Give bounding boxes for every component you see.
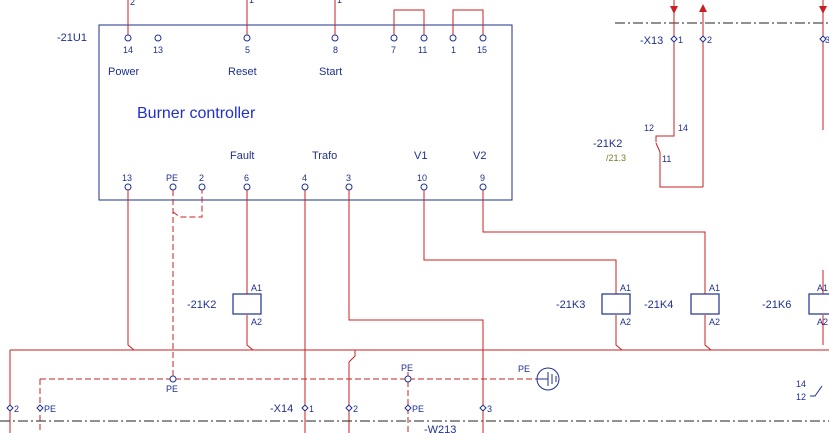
bottom-pin-label: 9 [480, 173, 485, 183]
x13-pin-label: 3 [825, 35, 829, 45]
top-terminal [154, 34, 162, 42]
bottom-terminal [243, 183, 251, 191]
x13-wires [670, 0, 827, 187]
terminal-x13-tag: -X13 [640, 35, 663, 47]
cable-tag: -W213 [424, 424, 456, 433]
top-terminal [420, 34, 428, 42]
bottom-pin-label: PE [166, 173, 178, 183]
coil-a2-label: A2 [620, 317, 631, 327]
coil-tag: -21K4 [644, 299, 673, 311]
coil-a2-label: A2 [817, 317, 828, 327]
bottom-pin-label: 10 [417, 173, 427, 183]
x13-terminals [670, 35, 827, 43]
bottom-label-v2: V2 [473, 150, 486, 162]
top-pin-label: 5 [245, 45, 250, 55]
pe-label: PE [401, 363, 413, 373]
bottom-pin-label: 2 [199, 173, 204, 183]
coil-21k6: A1 A2 -21K6 [762, 270, 829, 327]
top-wire-label-2: 1 [249, 0, 254, 5]
arrow-down-icon [819, 6, 827, 14]
coil-tag: -21K6 [762, 299, 791, 311]
top-terminal [479, 34, 487, 42]
contact-pin-label: 11 [662, 154, 671, 164]
top-terminal [390, 34, 398, 42]
top-pin-label: 14 [123, 45, 133, 55]
bottom-terminal [479, 183, 487, 191]
x13-pin-label: 1 [678, 35, 683, 45]
terminal-x14-tag: -X14 [270, 403, 293, 415]
bottom-pin-label: 6 [244, 173, 249, 183]
bottom-pin-label: 3 [346, 173, 351, 183]
top-pin-label: 1 [451, 45, 456, 55]
right-contact-pin: 14 [796, 379, 806, 389]
bottom-terminals [124, 183, 487, 191]
top-wire-label-3: 1 [337, 0, 342, 5]
contact-pin-label: 12 [644, 123, 654, 133]
controller-title: Burner controller [137, 105, 256, 122]
bottom-terminal [345, 183, 353, 191]
right-contact: 14 12 [796, 379, 823, 402]
top-label-start: Start [319, 66, 342, 78]
bottom-label-fault: Fault [230, 150, 254, 162]
arrow-down-icon [670, 6, 678, 14]
top-terminal [449, 34, 457, 42]
bottom-label-trafo: Trafo [312, 150, 337, 162]
pe-junction [169, 375, 177, 383]
coil-tag: -21K2 [187, 299, 216, 311]
x14-pin-label: 3 [487, 404, 492, 414]
arrow-up-icon [699, 4, 707, 12]
controller-output-wires [127, 190, 824, 408]
contact-tag: -21K2 [593, 138, 622, 150]
top-terminal [124, 34, 132, 42]
coil-tag: -21K3 [556, 299, 585, 311]
top-wire-label-1: 2 [130, 0, 135, 7]
coil-a1-label: A1 [709, 283, 720, 293]
controller-tag: -21U1 [57, 32, 87, 44]
bottom-label-v1: V1 [414, 150, 427, 162]
top-label-power: Power [108, 66, 140, 78]
pe-label: PE [166, 384, 178, 394]
top-pin-label: 7 [391, 45, 396, 55]
bottom-terminal [124, 183, 132, 191]
ground-icon [536, 367, 560, 391]
top-pin-label: 11 [418, 45, 427, 55]
top-terminal [243, 34, 251, 42]
top-pin-label: 15 [477, 45, 487, 55]
bottom-terminal [420, 183, 428, 191]
top-wires [127, 0, 484, 35]
contact-reference: /21.3 [606, 153, 626, 163]
top-terminals [124, 34, 487, 42]
top-terminal [331, 34, 339, 42]
top-label-reset: Reset [228, 66, 257, 78]
coil-a1-label: A1 [251, 283, 262, 293]
pe-label: PE [518, 364, 530, 374]
coil-a1-label: A1 [620, 283, 631, 293]
x14-pin-label: 1 [309, 404, 314, 414]
x14-terminals [6, 404, 487, 412]
relay-contact-21k2: 12 14 11 -21K2 /21.3 [593, 123, 703, 188]
coil-a2-label: A2 [709, 317, 720, 327]
x14-pin-label: 2 [14, 404, 19, 414]
coil-21k2: A1 A2 -21K2 [187, 283, 262, 327]
x14-pin-label: PE [412, 404, 424, 414]
coil-a1-label: A1 [817, 283, 828, 293]
bottom-terminal [169, 183, 177, 191]
top-pin-label: 8 [333, 45, 338, 55]
bottom-pin-label: 13 [122, 173, 132, 183]
coil-21k3: A1 A2 -21K3 [556, 283, 631, 327]
x14-pin-label: PE [44, 404, 56, 414]
pe-junction [404, 375, 412, 383]
x14-pin-label: 2 [353, 404, 358, 414]
top-pin-label: 13 [153, 45, 163, 55]
bottom-pin-label: 4 [302, 173, 307, 183]
x13-pin-label: 2 [707, 35, 712, 45]
coil-21k4: A1 A2 -21K4 [644, 283, 720, 327]
coil-a2-label: A2 [251, 317, 262, 327]
right-contact-pin: 12 [796, 392, 806, 402]
bottom-terminal [301, 183, 309, 191]
contact-pin-label: 14 [678, 123, 688, 133]
bottom-terminal [198, 183, 206, 191]
